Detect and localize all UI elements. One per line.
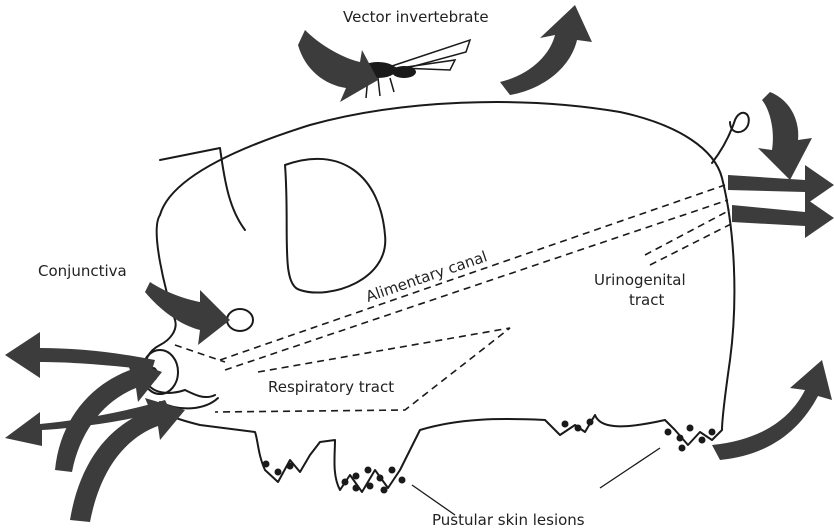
label-respiratory-tract: Respiratory tract xyxy=(268,378,394,396)
ear xyxy=(160,148,245,230)
urinogenital-tract-path xyxy=(645,210,735,265)
label-urinogenital-line2: tract xyxy=(629,291,664,309)
urinogenital-exit-arrow xyxy=(732,198,834,238)
vector-exit-arrow xyxy=(500,5,592,95)
udder-exit-arrow xyxy=(712,360,832,460)
transmission-arrows xyxy=(5,5,834,522)
label-pustular-skin-lesions: Pustular skin lesions xyxy=(432,511,585,529)
label-conjunctiva: Conjunctiva xyxy=(38,262,127,280)
label-urinogenital-line1: Urinogenital xyxy=(594,271,686,289)
conjunctiva-entry-arrow xyxy=(145,282,230,345)
tail-entry-arrow xyxy=(758,92,812,180)
pustule-leader-2 xyxy=(600,448,660,488)
ear-flap xyxy=(285,159,385,293)
eye xyxy=(227,309,253,331)
label-vector-invertebrate: Vector invertebrate xyxy=(343,8,489,26)
tail xyxy=(712,113,749,163)
